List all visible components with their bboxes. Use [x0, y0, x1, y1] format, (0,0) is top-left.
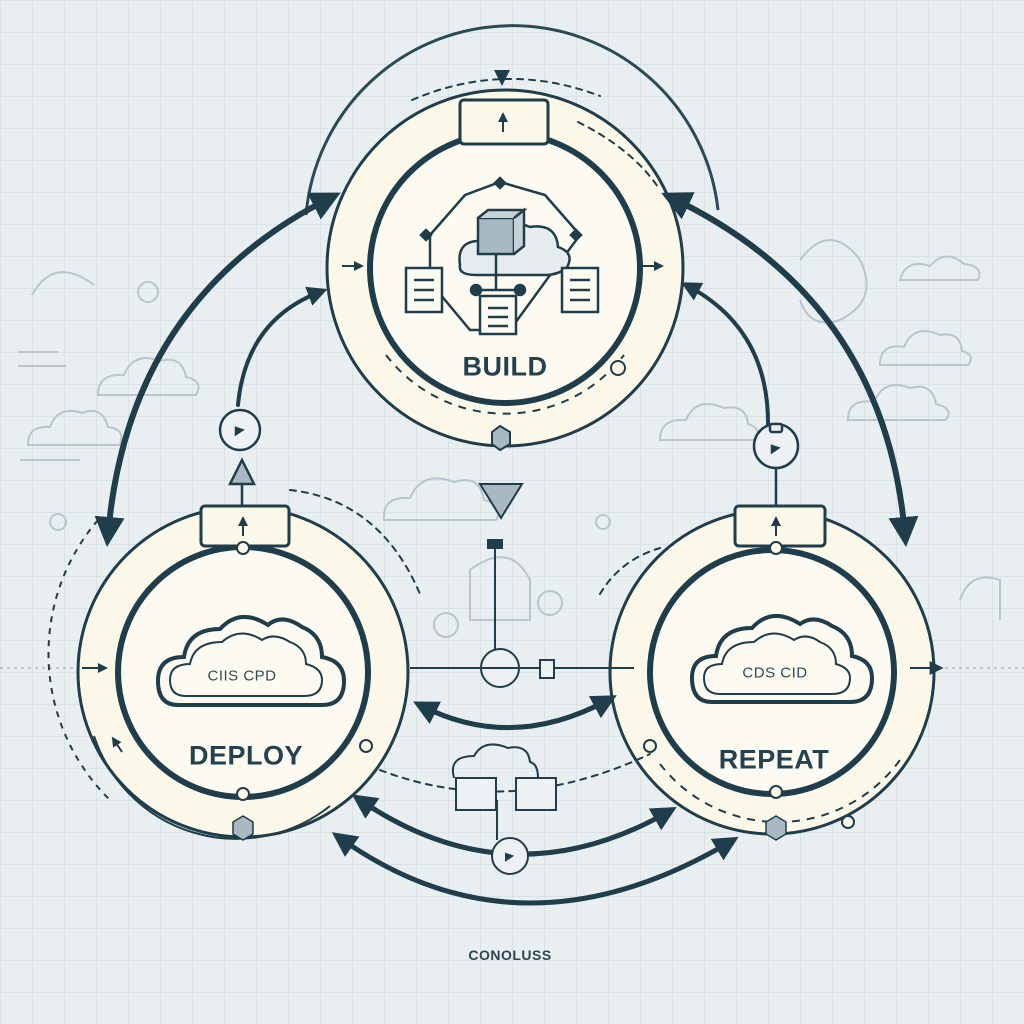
- sketch-circle-mid: [433, 612, 459, 638]
- repeat-cloud-inner: [702, 632, 852, 695]
- connector-cube: [491, 424, 511, 452]
- arrow-deploy-to-build-inner: [236, 286, 328, 407]
- repeat-cloud-label: CDS CID: [742, 664, 808, 682]
- connector-bottom-hub-mark: [505, 852, 515, 862]
- sketch-box-mid: [469, 556, 531, 621]
- deploy-outer-dashed: [47, 519, 111, 801]
- sketch-arc-left: [31, 271, 95, 296]
- footer-label: CONOLUSS: [468, 947, 552, 963]
- deploy-cloud-label: CIIS CPD: [207, 667, 277, 685]
- repeat-ring-dot-top: [769, 541, 783, 555]
- deploy-ring-dot-top: [236, 541, 250, 555]
- deploy-title: DEPLOY: [188, 740, 304, 771]
- central-connector: [410, 424, 634, 875]
- connector-tick-box: [539, 659, 555, 679]
- repeat-cloud-shape: [689, 614, 875, 704]
- sketch-circle-left-small: [49, 513, 67, 531]
- repeat-ring-dot-left: [643, 739, 657, 753]
- repeat-top-tab: [733, 504, 827, 548]
- build-title: BUILD: [462, 351, 548, 382]
- build-ring-dot-right: [610, 360, 626, 376]
- deploy-cloud-shape: [155, 615, 347, 707]
- deploy-lower-arc: [93, 735, 331, 840]
- arrow-build-deploy-outer: [94, 192, 341, 547]
- connector-small-box: [487, 539, 503, 549]
- deploy-top-tab: [199, 504, 291, 548]
- sketch-lines-left: [18, 351, 80, 461]
- build-dashed-arc: [385, 354, 625, 415]
- deploy-node: [47, 504, 410, 841]
- arrow-repeat-to-build-inner: [680, 282, 771, 430]
- arrow-deploy-repeat-bottom: [331, 832, 739, 906]
- deploy-ring-dot-right: [359, 739, 373, 753]
- connector-lower-cloud: [452, 743, 539, 779]
- connector-down-triangle: [478, 483, 524, 520]
- arrow-build-repeat-outer: [661, 192, 919, 547]
- dashed-arc-top: [411, 77, 601, 101]
- deploy-lower-small-arrow: [111, 736, 123, 753]
- deploy-cloud-inner: [168, 632, 324, 697]
- build-node: [304, 24, 720, 448]
- left-marker-mark: [234, 426, 245, 437]
- connector-lower-box-left: [455, 777, 497, 811]
- repeat-ring-dot-right: [841, 815, 855, 829]
- deploy-ring-dot-bottom: [236, 787, 250, 801]
- connector-lower-box-right: [515, 777, 557, 811]
- right-marker-lock: [768, 422, 784, 434]
- sketch-circle-mid-2: [537, 590, 563, 616]
- repeat-ring-dot-bottom: [769, 785, 783, 799]
- side-markers: [218, 408, 800, 506]
- repeat-cube-marker: [765, 815, 787, 841]
- dashed-arc-right-mid: [599, 547, 661, 595]
- dashed-arc-center-right: [289, 489, 421, 595]
- repeat-title: REPEAT: [718, 744, 830, 775]
- dashed-arc-top-right: [577, 121, 661, 191]
- build-network-icon: [404, 176, 600, 336]
- right-marker-mark: [770, 444, 781, 455]
- dashed-arc-center-low: [379, 753, 651, 793]
- arrow-deploy-repeat-middle: [413, 695, 617, 731]
- sketch-circle-mid-3: [595, 514, 611, 530]
- top-pointer: [494, 70, 510, 86]
- build-outer-ring: [304, 24, 720, 216]
- deploy-cube-marker: [232, 815, 254, 841]
- sketch-arc-right: [959, 576, 1001, 620]
